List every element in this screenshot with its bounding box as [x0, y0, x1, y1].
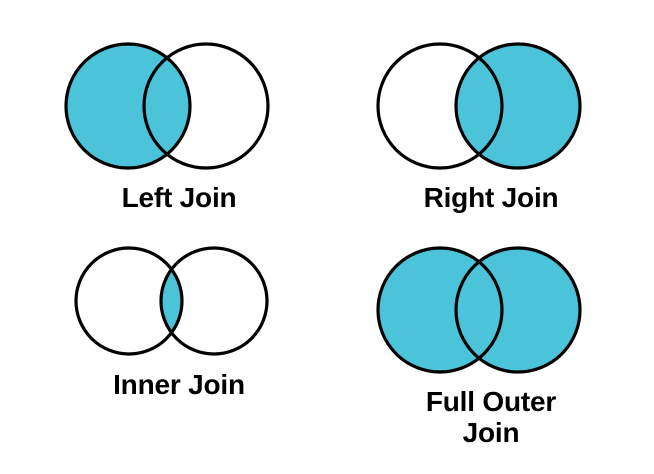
right-circle-outline: [454, 42, 582, 170]
left-circle-outline: [64, 42, 192, 170]
left-circle-outline: [376, 42, 504, 170]
right-circle-fill: [161, 248, 267, 354]
venn-figure-left-join: [64, 42, 270, 170]
right-circle-outline: [142, 42, 270, 170]
left-circle-outline: [74, 246, 184, 356]
venn-cell-inner-join: Inner Join: [14, 244, 344, 414]
venn-cell-right-join: Right Join: [326, 40, 654, 225]
venn-caption-inner-join: Inner Join: [113, 369, 245, 400]
left-circle-fill: [76, 248, 182, 354]
intersection-fill: [144, 44, 190, 168]
right-circle-outline: [159, 246, 269, 356]
venn-cell-full-outer-join: Full Outer Join: [326, 244, 654, 454]
venn-caption-full-outer-join: Full Outer Join: [425, 386, 557, 448]
venn-figure-right-join: [376, 42, 582, 170]
venn-caption-left-join: Left Join: [121, 182, 237, 213]
venn-caption-right-join: Right Join: [423, 182, 559, 213]
venn-cell-left-join: Left Join: [14, 40, 344, 225]
left-circle-outline: [376, 246, 504, 374]
right-circle-outline: [454, 246, 582, 374]
intersection-fill: [456, 248, 502, 372]
venn-figure-full-outer-join: [376, 246, 582, 374]
venn-figure-inner-join: [74, 246, 269, 356]
intersection-fill: [456, 44, 502, 168]
